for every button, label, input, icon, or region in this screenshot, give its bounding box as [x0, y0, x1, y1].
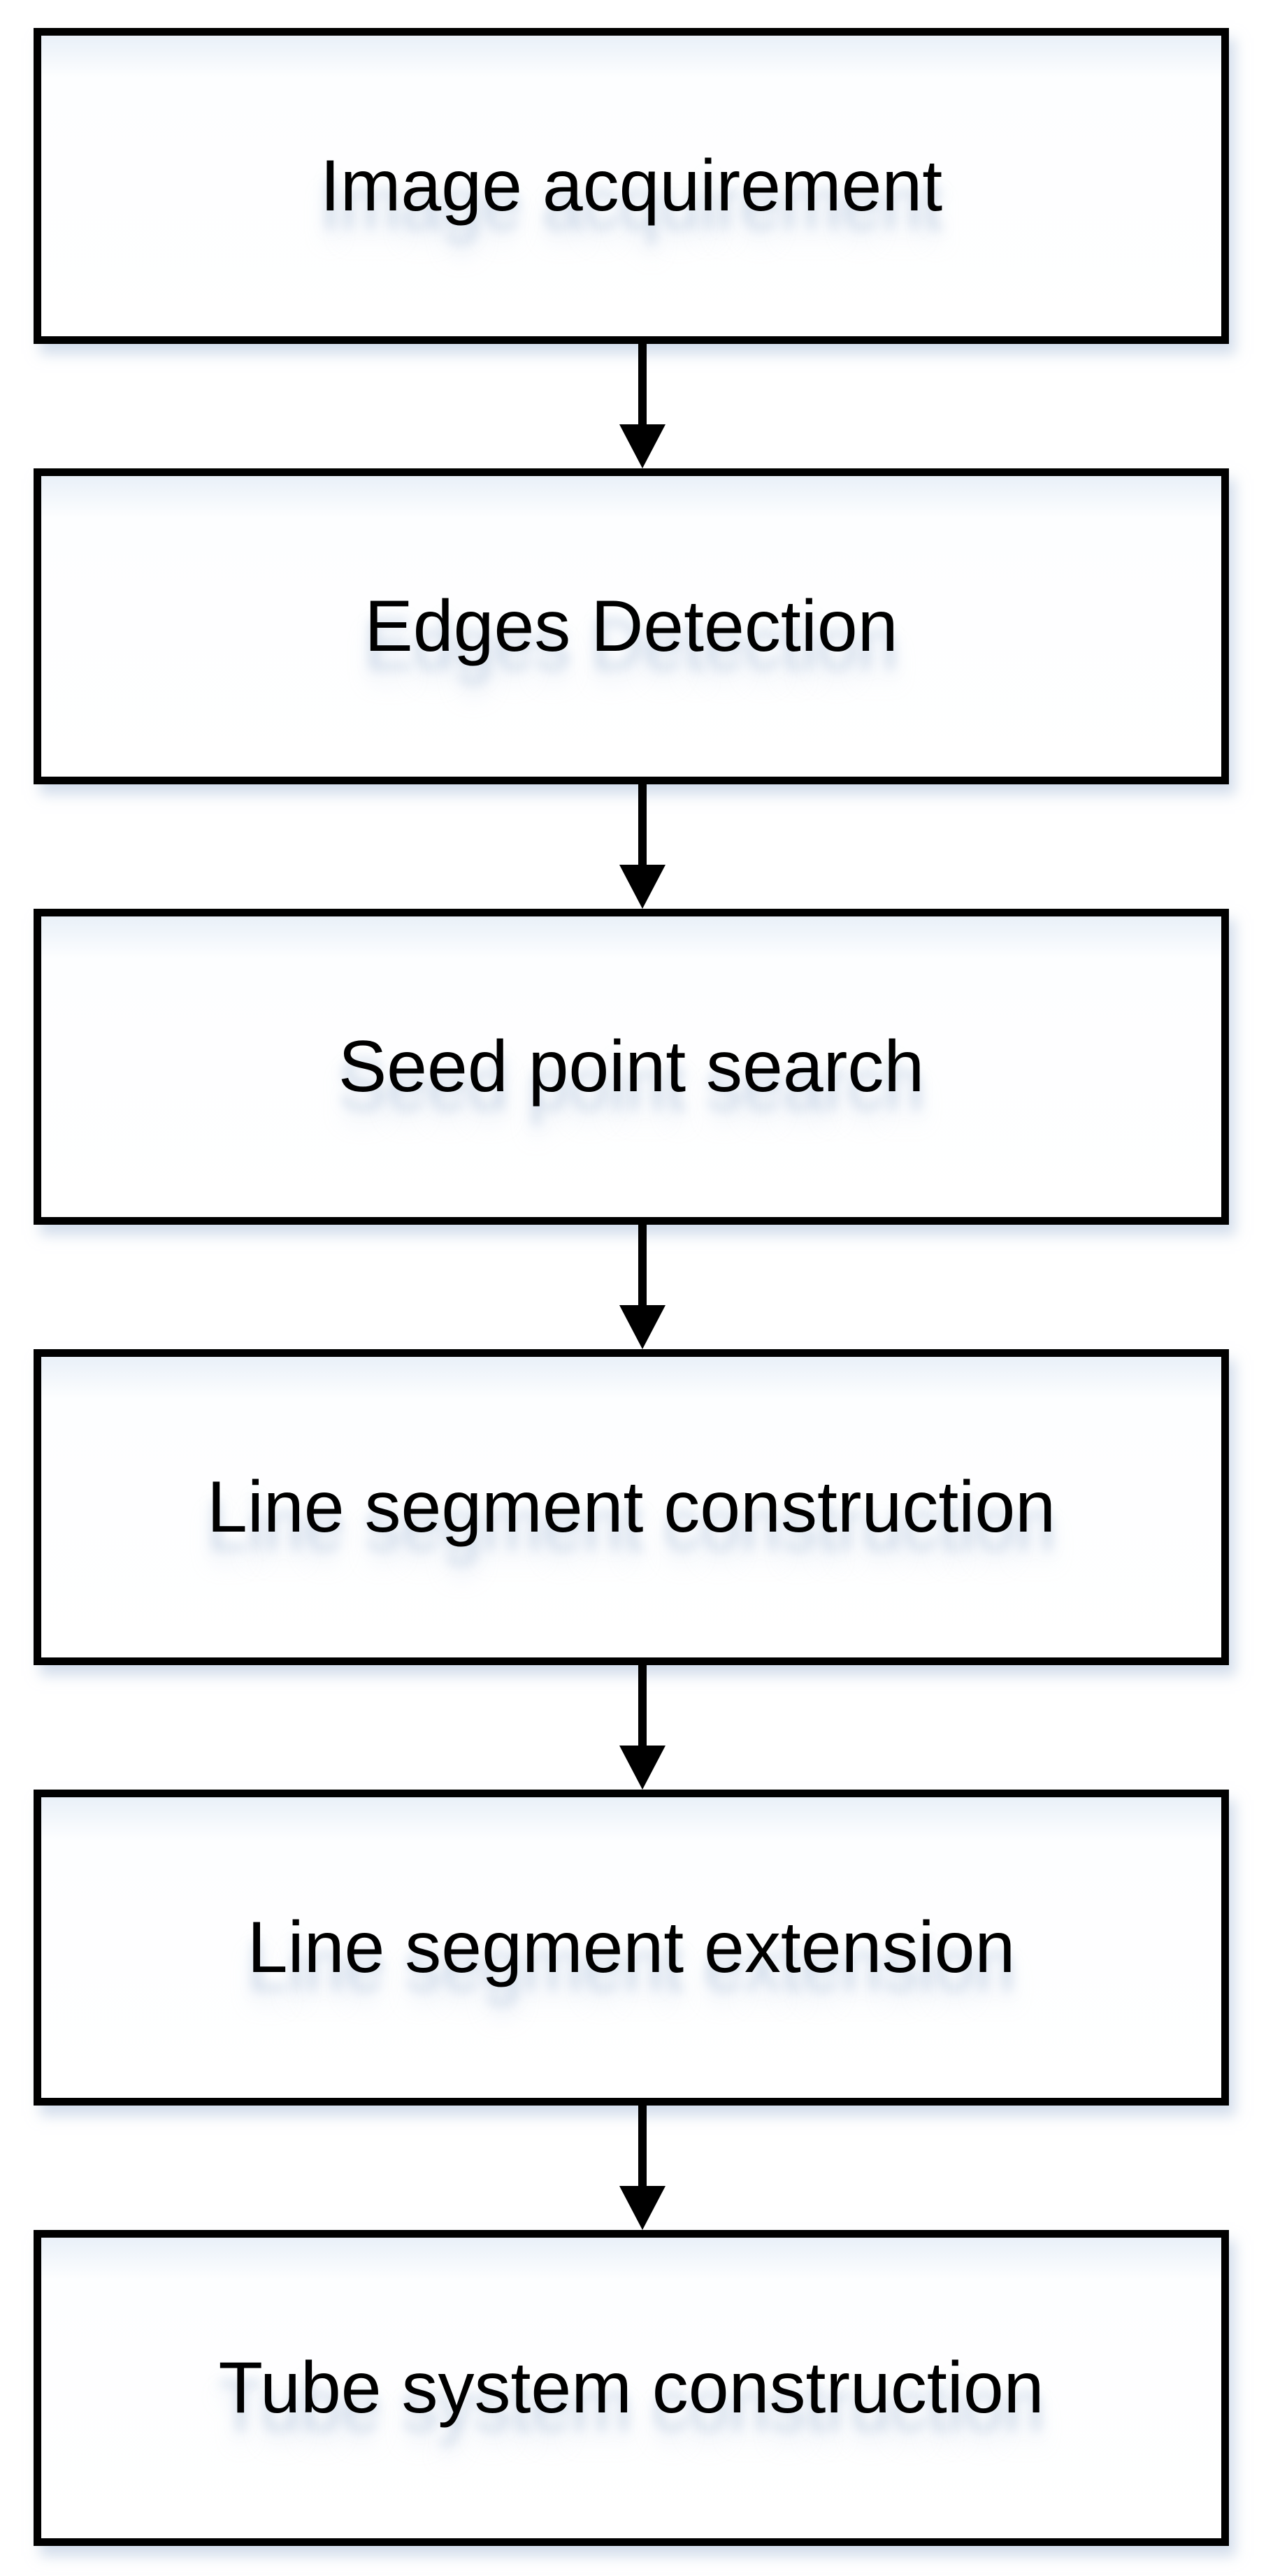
arrow-head	[619, 1746, 666, 1790]
flow-node-tube-system-construction: Tube system construction	[34, 2230, 1229, 2546]
node-label-seed-point-search: Seed point search	[338, 1026, 925, 1107]
arrow-down-icon	[619, 344, 666, 468]
node-label-image-acquirement: Image acquirement	[319, 145, 943, 226]
arrow-head	[619, 1305, 666, 1349]
arrow-head	[619, 424, 666, 468]
arrow-down-icon	[619, 1225, 666, 1349]
flow-node-seed-point-search: Seed point search	[34, 909, 1229, 1225]
arrow-head	[619, 865, 666, 909]
arrow-stem	[638, 1225, 647, 1308]
node-label-line-segment-construction: Line segment construction	[206, 1466, 1056, 1548]
arrow-stem	[638, 344, 647, 427]
node-label-edges-detection: Edges Detection	[364, 585, 898, 667]
node-label-tube-system-construction: Tube system construction	[218, 2347, 1044, 2429]
flow-node-edges-detection: Edges Detection	[34, 468, 1229, 784]
flow-node-image-acquirement: Image acquirement	[34, 28, 1229, 344]
flowchart: Image acquirement Edges Detection Seed p…	[34, 28, 1229, 2546]
node-label-line-segment-extension: Line segment extension	[247, 1906, 1016, 1988]
flow-node-line-segment-construction: Line segment construction	[34, 1349, 1229, 1665]
arrow-stem	[638, 2106, 647, 2189]
arrow-stem	[638, 1665, 647, 1748]
arrow-head	[619, 2186, 666, 2230]
flow-node-line-segment-extension: Line segment extension	[34, 1790, 1229, 2106]
arrow-stem	[638, 784, 647, 868]
arrow-down-icon	[619, 1665, 666, 1790]
arrow-down-icon	[619, 2106, 666, 2230]
arrow-down-icon	[619, 784, 666, 909]
